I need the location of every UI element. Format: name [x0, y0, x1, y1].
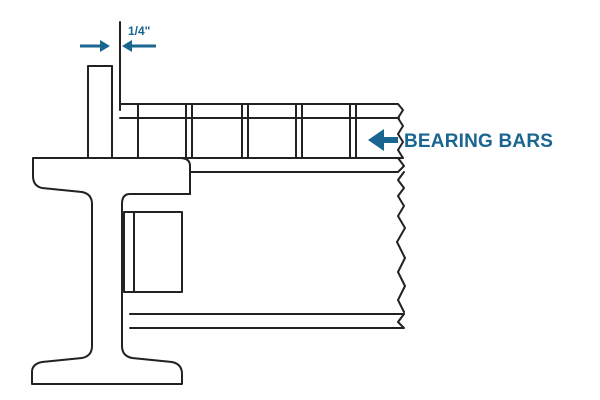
- connection-clip: [123, 211, 183, 293]
- dimension-label: 1/4": [128, 24, 150, 38]
- bearing-bars-panel: [119, 103, 404, 159]
- retaining-plate-body: [87, 65, 113, 159]
- i-beam-section: [31, 157, 191, 385]
- dimension-arrow-left-head: [100, 40, 110, 52]
- joist-beam: [129, 157, 406, 329]
- callout-arrow-head: [368, 129, 384, 151]
- panel-outline: [119, 103, 404, 159]
- joist-top-flange: [189, 157, 405, 173]
- dimension-marker: [80, 40, 156, 52]
- bearing-bars-arrow-icon: [368, 129, 398, 151]
- bearing-bars-label: BEARING BARS: [404, 131, 553, 152]
- joist-web-edge: [396, 171, 406, 313]
- dimension-arrow-right-head: [122, 40, 132, 52]
- joist-bottom-flange-bottom: [129, 313, 405, 329]
- clip-outer: [123, 211, 183, 293]
